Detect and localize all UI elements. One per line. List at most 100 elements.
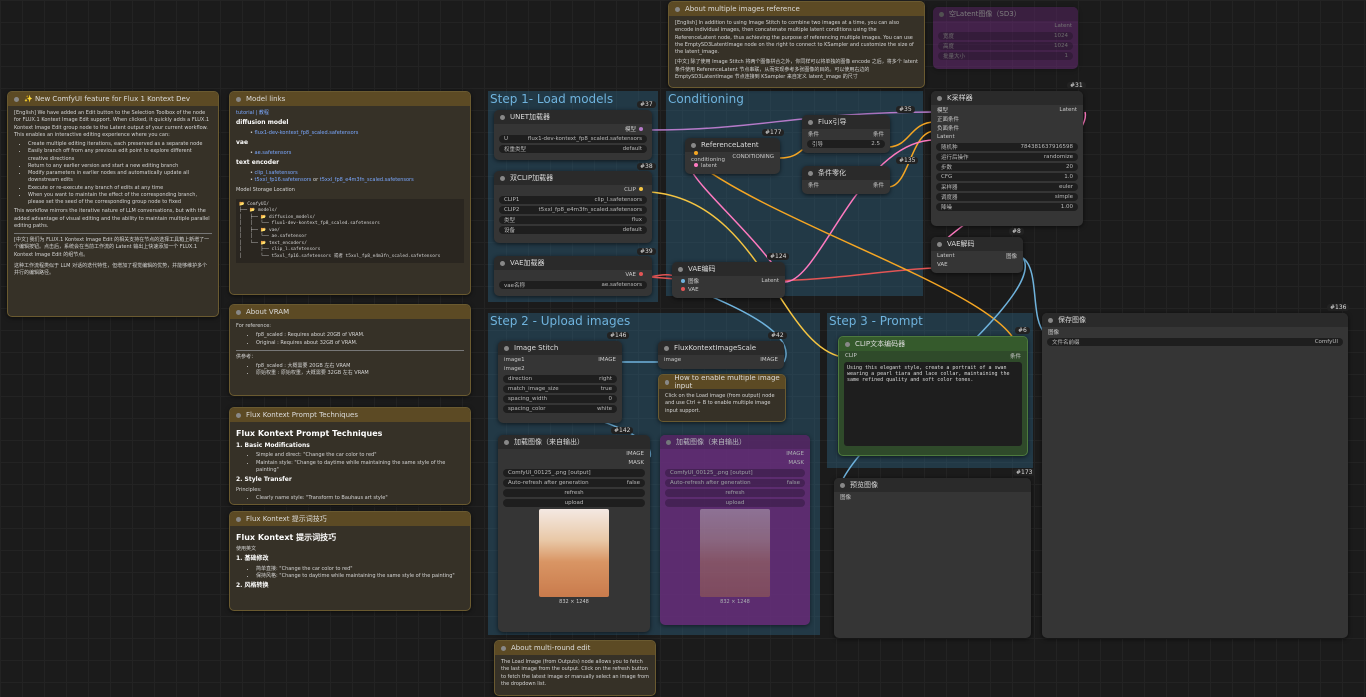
note-how-multi-image[interactable]: How to enable multiple image input Click…: [658, 374, 786, 422]
output-latent[interactable]: Latent: [761, 277, 779, 284]
note-model-links[interactable]: Model links tutorial | 教程 diffusion mode…: [229, 91, 471, 295]
model-link[interactable]: clip_l.safetensors: [254, 169, 298, 176]
note-techniques[interactable]: Flux Kontext Prompt Techniques Flux Kont…: [229, 407, 471, 505]
note-techniques-cn[interactable]: Flux Kontext 提示词技巧 Flux Kontext 提示词技巧 使用…: [229, 511, 471, 611]
collapse-dot-icon[interactable]: [236, 309, 241, 315]
input-image2[interactable]: image2: [504, 365, 525, 372]
input-clip[interactable]: CLIP: [845, 352, 857, 359]
output-vae[interactable]: VAE: [625, 271, 636, 278]
upload-button[interactable]: upload: [503, 499, 645, 507]
input-negative[interactable]: 负面条件: [937, 125, 960, 132]
input-latent[interactable]: Latent: [937, 252, 955, 259]
node-load-image-output[interactable]: 加载图像（来自输出） IMAGE MASK ComfyUI_00125_.png…: [498, 435, 650, 632]
input-conditioning[interactable]: 条件: [808, 131, 820, 138]
note-new-feature[interactable]: ✨ New ComfyUI feature for Flux 1 Kontext…: [7, 91, 219, 317]
output-mask[interactable]: MASK: [628, 459, 644, 466]
input-vae[interactable]: VAE: [688, 286, 699, 293]
input-latent[interactable]: Latent: [937, 133, 955, 140]
tutorial-link[interactable]: tutorial | 教程: [236, 110, 269, 116]
input-positive[interactable]: 正面条件: [937, 116, 960, 123]
collapse-dot-icon[interactable]: [14, 96, 19, 102]
image-select-widget[interactable]: ComfyUI_00125_.png [output]: [503, 469, 645, 477]
node-load-image-output-bypassed[interactable]: 加载图像（来自输出） IMAGE MASK ComfyUI_00125_.png…: [660, 435, 810, 625]
input-image[interactable]: image: [664, 356, 682, 363]
output-conditioning[interactable]: 条件: [872, 182, 884, 189]
output-clip[interactable]: CLIP: [624, 186, 636, 193]
input-conditioning[interactable]: conditioning: [691, 156, 725, 163]
node-conditioning-zero-out[interactable]: 条件零化 条件条件: [802, 166, 890, 194]
note-multi-round-edit[interactable]: About multi-round edit The Load Image (f…: [494, 640, 656, 696]
refresh-button[interactable]: refresh: [503, 489, 645, 497]
note-vram[interactable]: About VRAM For reference: fp8_scaled : R…: [229, 304, 471, 396]
input-model[interactable]: 模型: [937, 107, 949, 114]
input-vae[interactable]: VAE: [937, 261, 948, 268]
collapse-dot-icon[interactable]: [236, 96, 241, 102]
input-image[interactable]: 图像: [1048, 329, 1060, 336]
model-link[interactable]: flux1-dev-kontext_fp8_scaled.safetensors: [254, 129, 359, 136]
input-latent[interactable]: latent: [701, 162, 718, 169]
output-image[interactable]: IMAGE: [626, 450, 644, 457]
output-image[interactable]: 图像: [1005, 253, 1017, 260]
input-image[interactable]: 图像: [688, 278, 700, 285]
input-image[interactable]: 图像: [840, 494, 852, 501]
model-link[interactable]: t5xxl_fp16.safetensors: [254, 177, 312, 184]
collapse-dot-icon[interactable]: [236, 516, 241, 522]
collapse-dot-icon[interactable]: [675, 6, 680, 12]
output-conditioning[interactable]: 条件: [872, 131, 884, 138]
output-latent[interactable]: Latent: [1054, 22, 1072, 29]
output-image[interactable]: IMAGE: [760, 356, 778, 363]
output-conditioning[interactable]: 条件: [1009, 353, 1021, 360]
output-mask[interactable]: MASK: [788, 459, 804, 466]
note-multi-image[interactable]: About multiple images reference [English…: [668, 1, 925, 88]
output-model[interactable]: 模型: [624, 126, 636, 133]
upload-button[interactable]: upload: [665, 499, 805, 507]
image-select-widget[interactable]: ComfyUI_00125_.png [output]: [665, 469, 805, 477]
refresh-button[interactable]: refresh: [665, 489, 805, 497]
output-conditioning[interactable]: CONDITIONING: [732, 153, 774, 160]
output-image[interactable]: IMAGE: [598, 356, 616, 363]
model-link[interactable]: t5xxl_fp8_e4m3fn_scaled.safetensors: [319, 177, 414, 184]
model-link[interactable]: ae.safetensors: [254, 149, 292, 156]
prompt-textarea[interactable]: Using this elegant style, create a portr…: [844, 362, 1022, 446]
input-image1[interactable]: image1: [504, 356, 525, 363]
collapse-dot-icon[interactable]: [236, 412, 241, 418]
input-conditioning[interactable]: 条件: [808, 182, 820, 189]
output-latent[interactable]: Latent: [1059, 106, 1077, 113]
node-preview-image[interactable]: 预览图像 图像: [834, 478, 1031, 638]
output-image[interactable]: IMAGE: [786, 450, 804, 457]
